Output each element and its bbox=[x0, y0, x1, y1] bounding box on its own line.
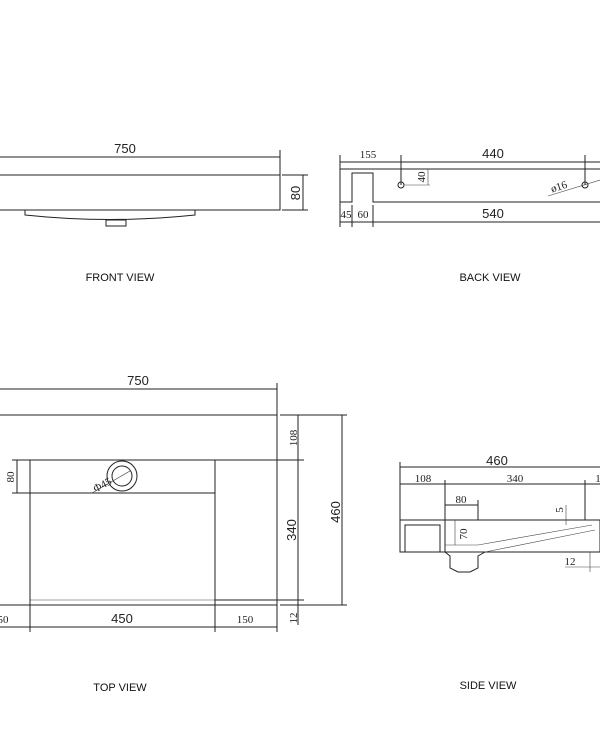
right-margin-label: 150 bbox=[237, 614, 254, 626]
side-depth-label: 460 bbox=[486, 453, 508, 468]
side-edge-label: 1 bbox=[595, 473, 600, 485]
hole-diameter-label: ø16 bbox=[549, 179, 569, 196]
left-margin-label: 50 bbox=[0, 614, 9, 626]
top-view-caption: TOP VIEW bbox=[93, 682, 147, 694]
side-body bbox=[399, 519, 600, 553]
front-edge-label: 12 bbox=[288, 613, 300, 624]
back-hole-spacing-label: 440 bbox=[482, 146, 504, 161]
ledge-label: 80 bbox=[5, 471, 17, 483]
trough-width-label: 80 bbox=[456, 494, 468, 506]
top-view: 750 Φ45 80 108 340 12 460 50 450 150 TOP… bbox=[0, 373, 347, 694]
back-cavity bbox=[404, 524, 441, 553]
drain-outer bbox=[106, 460, 138, 492]
front-height-label: 80 bbox=[288, 186, 303, 200]
side-basin-label: 340 bbox=[507, 473, 524, 485]
total-depth-label: 460 bbox=[328, 501, 343, 523]
side-back-label: 108 bbox=[415, 473, 432, 485]
front-width-label: 750 bbox=[114, 141, 136, 156]
slope-line bbox=[477, 524, 593, 546]
front-view: 750 80 FRONT VIEW bbox=[0, 141, 308, 284]
slope-line bbox=[484, 529, 596, 553]
top-width-label: 750 bbox=[127, 373, 149, 388]
back-view-caption: BACK VIEW bbox=[459, 272, 521, 284]
slope-label: 5 bbox=[554, 507, 566, 513]
back-left-label: 45 bbox=[341, 209, 353, 221]
basin-underside bbox=[24, 210, 196, 220]
back-notch-label: 60 bbox=[358, 209, 370, 221]
trough-height-label: 70 bbox=[458, 528, 470, 540]
basin-width-label: 450 bbox=[111, 611, 133, 626]
back-depth-label: 108 bbox=[288, 429, 300, 446]
back-view: 155 440 40 ø16 45 60 540 BACK VIEW bbox=[339, 146, 600, 284]
basin-depth-label: 340 bbox=[284, 519, 299, 541]
drain-trough bbox=[444, 520, 486, 573]
hole-height-label: 40 bbox=[416, 171, 428, 183]
drain-outlet bbox=[105, 219, 127, 227]
back-body bbox=[339, 169, 600, 203]
back-offset-label: 155 bbox=[360, 149, 377, 161]
front-body bbox=[0, 174, 281, 211]
basin-outline bbox=[29, 459, 216, 606]
front-view-caption: FRONT VIEW bbox=[86, 272, 155, 284]
drain-inner bbox=[111, 465, 133, 487]
mounting-hole bbox=[581, 181, 589, 189]
leader-line bbox=[547, 179, 600, 197]
leader-line bbox=[91, 470, 131, 494]
drain-diameter-label: Φ45 bbox=[91, 475, 114, 495]
side-view-caption: SIDE VIEW bbox=[460, 680, 517, 692]
side-front-label: 12 bbox=[565, 556, 576, 568]
back-right-label: 540 bbox=[482, 206, 504, 221]
side-view: 460 108 340 1 80 70 5 12 SIDE VIEW bbox=[399, 453, 600, 692]
